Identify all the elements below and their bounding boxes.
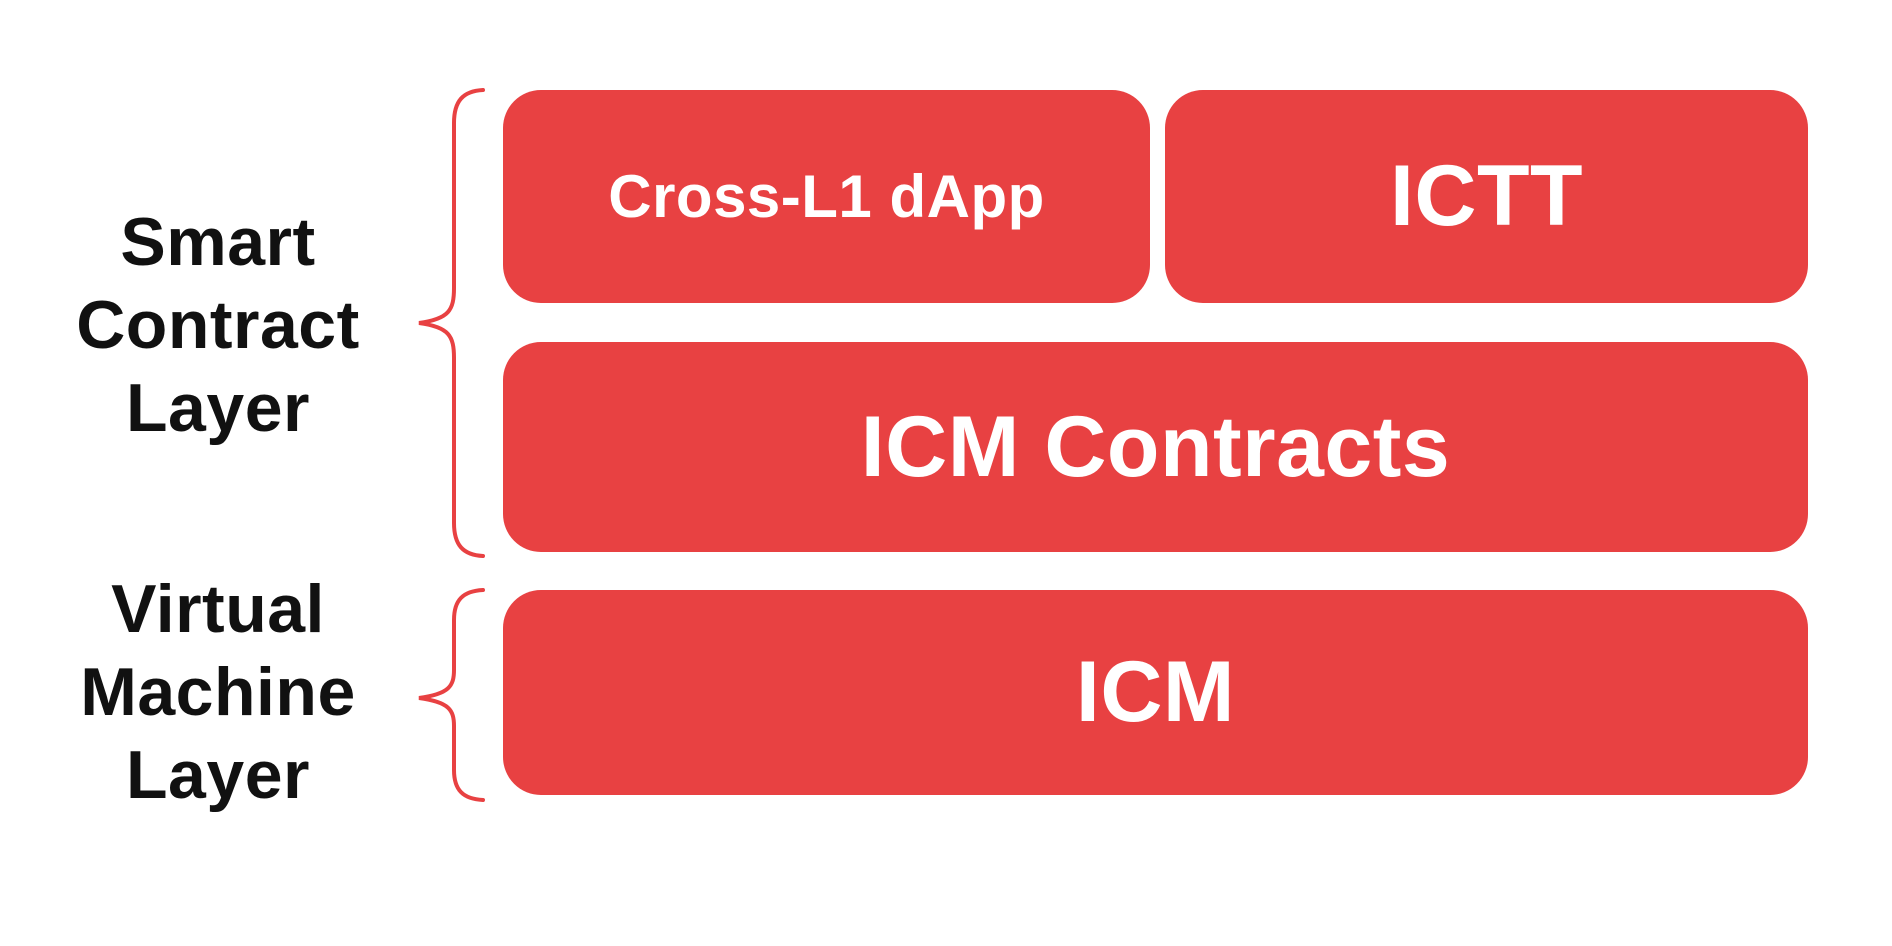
smart-contract-layer-label: Smart Contract Layer bbox=[0, 201, 436, 450]
layer-label-line: Contract bbox=[76, 287, 360, 363]
virtual-machine-layer-label: Virtual Machine Layer bbox=[0, 568, 436, 817]
layer-label-line: Virtual bbox=[111, 571, 325, 647]
curly-brace-icon bbox=[418, 88, 485, 558]
layer-label-line: Smart bbox=[120, 204, 316, 280]
layer-label-line: Layer bbox=[126, 737, 310, 813]
box-label: ICTT bbox=[1389, 148, 1584, 244]
box-icm: ICM bbox=[503, 590, 1808, 795]
box-label: Cross-L1 dApp bbox=[608, 163, 1045, 230]
box-label: ICM bbox=[1075, 644, 1236, 740]
box-cross-l1-dapp: Cross-L1 dApp bbox=[503, 90, 1150, 303]
box-icm-contracts: ICM Contracts bbox=[503, 342, 1808, 552]
layer-label-line: Layer bbox=[126, 370, 310, 446]
curly-brace-icon bbox=[418, 588, 485, 802]
layer-label-line: Machine bbox=[80, 654, 356, 730]
box-label: ICM Contracts bbox=[860, 398, 1451, 495]
box-ictt: ICTT bbox=[1165, 90, 1808, 303]
